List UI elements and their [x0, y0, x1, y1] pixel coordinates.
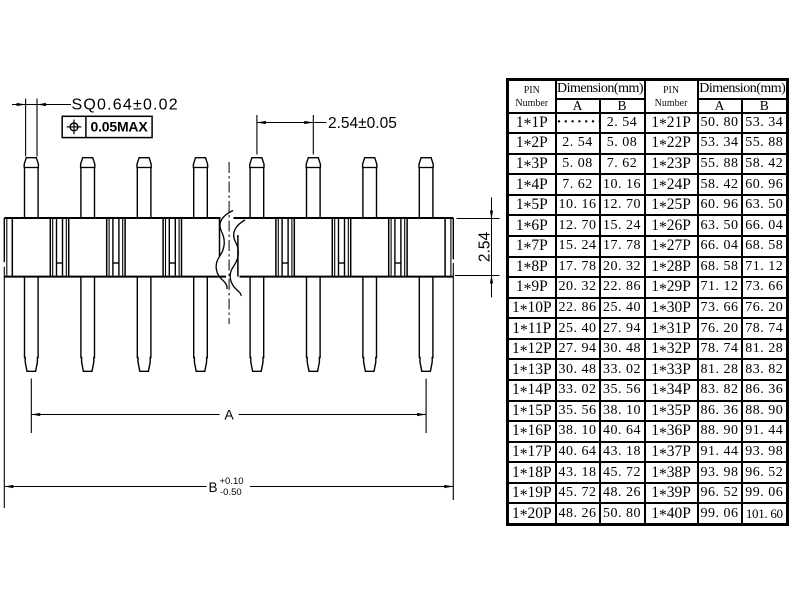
- svg-text:A: A: [224, 407, 234, 423]
- svg-text:0.05MAX: 0.05MAX: [91, 119, 149, 135]
- svg-text:SQ0.64±0.02: SQ0.64±0.02: [72, 96, 179, 113]
- svg-text:2.54±0.05: 2.54±0.05: [328, 115, 397, 132]
- svg-text:2.54: 2.54: [477, 232, 494, 263]
- svg-text:-0.50: -0.50: [220, 487, 242, 498]
- svg-text:+0.10: +0.10: [220, 476, 244, 487]
- svg-text:B: B: [209, 480, 218, 495]
